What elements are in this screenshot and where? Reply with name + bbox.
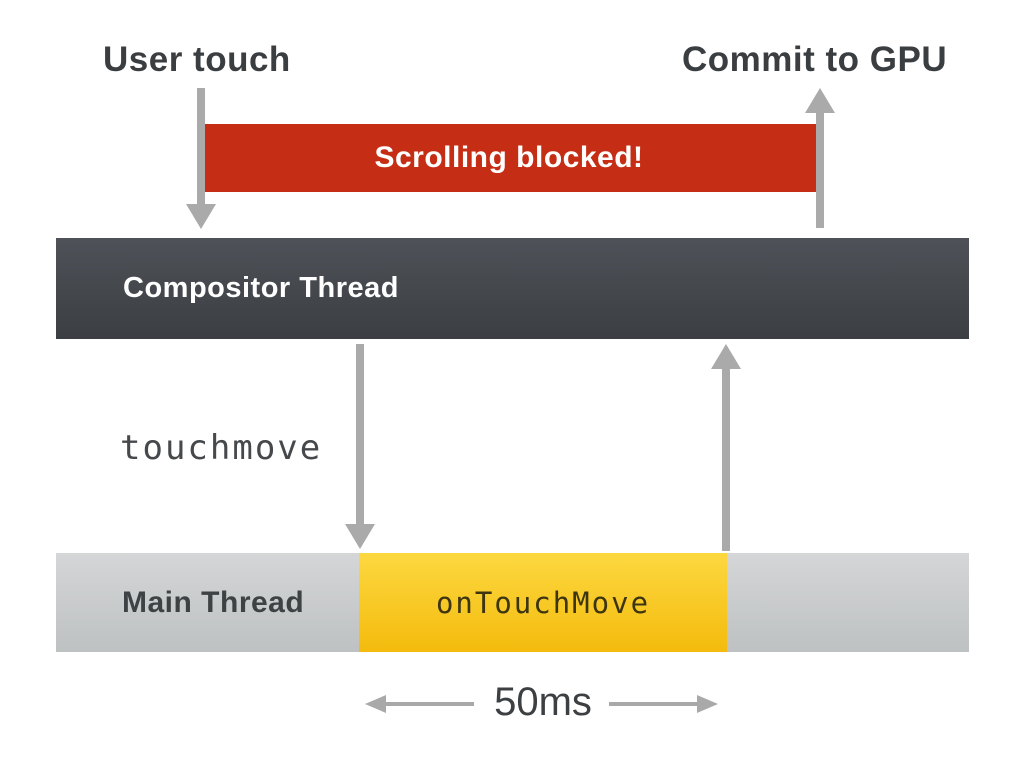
arrow-stem: [722, 369, 730, 551]
touchmove-label: touchmove: [120, 428, 323, 468]
duration-label: 50ms: [494, 680, 592, 724]
arrow-line: [609, 702, 697, 706]
commit-to-gpu-arrow-up-icon: [805, 88, 835, 228]
main-thread-label: Main Thread: [122, 585, 305, 619]
compositor-thread-label: Compositor Thread: [123, 272, 399, 304]
touchmove-arrow-down-icon: [345, 344, 375, 549]
arrow-stem: [197, 88, 205, 204]
arrow-head-up: [805, 88, 835, 113]
arrow-stem: [356, 344, 364, 524]
ontouchmove-label: onTouchMove: [435, 585, 651, 620]
arrow-head-right: [697, 695, 718, 713]
arrow-head-down: [345, 524, 375, 549]
commit-to-gpu-label: Commit to GPU: [682, 40, 948, 79]
arrow-line: [386, 702, 474, 706]
arrow-head-left: [365, 695, 386, 713]
duration-arrow-right-icon: [609, 695, 718, 713]
main-to-compositor-arrow-up-icon: [711, 344, 741, 551]
user-touch-arrow-down-icon: [186, 88, 216, 229]
arrow-stem: [816, 113, 824, 228]
compositor-thread-bar: Compositor Thread: [56, 238, 969, 339]
scrolling-blocked-bar: Scrolling blocked!: [202, 124, 816, 192]
user-touch-label: User touch: [103, 40, 291, 79]
duration-arrow-left-icon: [365, 695, 474, 713]
ontouchmove-task-segment: onTouchMove: [359, 553, 727, 652]
scrolling-blocked-label: Scrolling blocked!: [374, 141, 644, 174]
arrow-head-down: [186, 204, 216, 229]
arrow-head-up: [711, 344, 741, 369]
